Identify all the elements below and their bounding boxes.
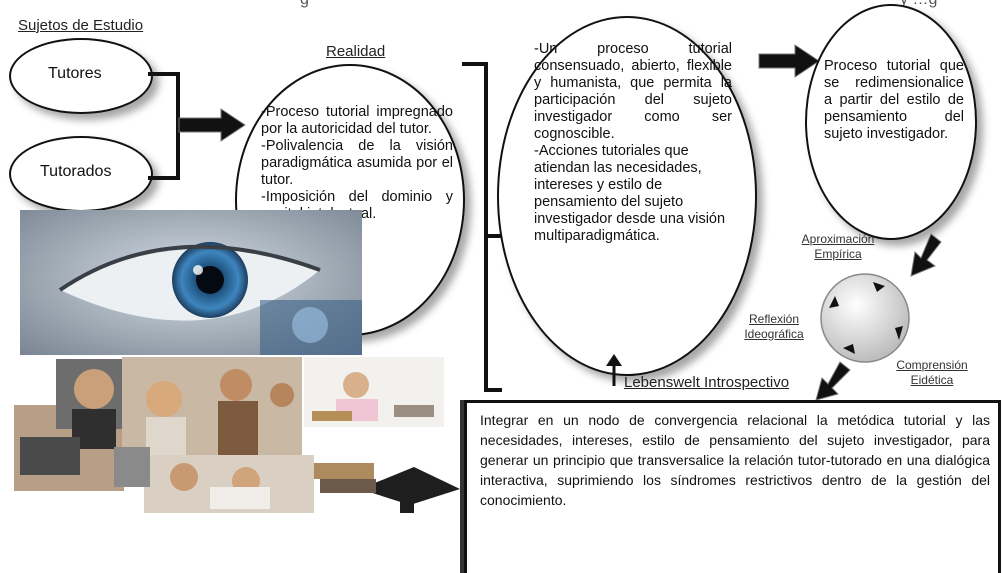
- tutorados-label: Tutorados: [40, 163, 112, 180]
- realidad-text: -Proceso tutorial impregnado por la auto…: [261, 104, 453, 223]
- lebenswelt-ellipse: [497, 16, 757, 376]
- eye-photo: [20, 210, 362, 360]
- realidad-label: Realidad: [326, 43, 386, 60]
- lebenswelt-label: Lebenswelt Introspectivo: [624, 374, 790, 391]
- aproximacion-label: Aproximación Empírica: [801, 232, 875, 261]
- students-photo-collage: [14, 355, 460, 515]
- realidad-item-2: -Polivalencia de la visión paradigmática…: [261, 138, 453, 188]
- reflexion-label: Reflexión Ideográfica: [744, 312, 804, 341]
- arrow-to-cycle: [910, 233, 942, 277]
- result-ellipse: [805, 4, 977, 240]
- comprension-label: Comprensión Eidética: [896, 358, 968, 387]
- bottom-box: [464, 400, 1001, 573]
- lebenswelt-text: -Un proceso tutorial consensuado, abiert…: [534, 41, 732, 245]
- up-arrow: [606, 354, 622, 386]
- header-fragment: g: [300, 0, 309, 9]
- arrow-to-result: [758, 44, 820, 78]
- lebenswelt-item-2: -Acciones tutoriales que atiendan las ne…: [534, 143, 726, 244]
- arrow-to-realidad: [178, 108, 246, 142]
- cycle-circle: [820, 273, 910, 363]
- sujetos-title: Sujetos de Estudio: [18, 17, 144, 34]
- result-text: Proceso tutorial que se redimensionalice…: [824, 58, 964, 142]
- header-fragment-right: y …g: [900, 0, 937, 9]
- lebenswelt-item-1: -Un proceso tutorial consensuado, abiert…: [534, 41, 732, 142]
- tutores-ellipse: [9, 38, 153, 114]
- tutores-label: Tutores: [48, 65, 102, 82]
- realidad-item-1: -Proceso tutorial impregnado por la auto…: [261, 104, 453, 137]
- arrow-to-bottom-box: [815, 361, 851, 401]
- bottom-box-text: Integrar en un nodo de convergencia rela…: [480, 412, 990, 508]
